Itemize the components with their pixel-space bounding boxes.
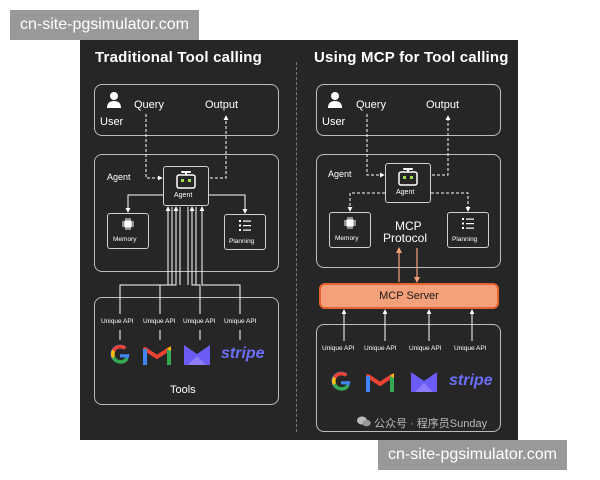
right-user-icon [328,92,342,108]
right-agent-box [316,154,501,268]
left-stripe-logo: stripe [221,345,265,362]
left-tools-box [94,297,279,405]
right-api-label: Unique API [409,345,442,352]
left-agent-node [163,166,209,206]
left-planning-connector [209,194,248,214]
right-tools-box [316,324,501,432]
right-planning-node [447,212,489,248]
left-planning-label: Planning [229,238,255,245]
left-agent-label: Agent [174,192,193,199]
left-api-label: Unique API [101,318,134,325]
left-google-logo [110,344,130,364]
left-user-label: User [100,116,124,128]
left-memory-connector [125,194,163,213]
right-planning-icon [462,218,474,229]
right-api-label: Unique API [364,345,397,352]
left-robot-icon [176,171,196,189]
right-query-connector [366,114,385,178]
right-google-logo [331,371,351,391]
left-output-label: Output [205,99,239,111]
right-memory-connector [347,192,385,212]
left-api-label: Unique API [224,318,257,325]
right-robot-icon [398,168,418,186]
right-gmail-logo [366,373,394,392]
left-api-label: Unique API [183,318,216,325]
right-api-label: Unique API [454,345,487,352]
left-gmail-logo [143,346,171,365]
left-planning-icon [239,220,251,231]
left-api-connector [159,206,179,314]
left-planning-node [224,214,266,250]
left-output-connector [210,115,229,179]
panel-divider [296,62,297,432]
left-agent-section-label: Agent [107,172,131,182]
right-user-box [316,84,501,136]
watermark-bottom: cn-site-pgsimulator.com [378,440,567,470]
watermark-top: cn-site-pgsimulator.com [10,10,199,40]
left-user-box [94,84,279,136]
mcp-protocol-line1: MCP [395,219,422,233]
left-tools-label: Tools [170,384,196,396]
right-output-connector [432,115,451,176]
left-linear-logo [184,345,210,365]
right-planning-label: Planning [452,236,478,243]
right-output-label: Output [426,99,460,111]
left-query-label: Query [134,99,164,111]
right-planning-connector [431,192,471,212]
left-user-icon [107,92,121,108]
left-query-connector [145,114,163,181]
left-memory-label: Memory [113,236,137,243]
right-user-label: User [322,116,346,128]
mcp-protocol-line2: Protocol [383,231,428,245]
right-memory-icon [344,217,356,229]
right-api-label: Unique API [322,345,355,352]
left-title: Traditional Tool calling [95,49,263,66]
right-memory-label: Memory [335,235,359,242]
left-memory-icon [122,218,134,230]
right-linear-logo [411,372,437,392]
left-api-connector [199,206,241,314]
right-stripe-logo: stripe [449,372,493,389]
mcp-server-label: MCP Server [379,290,439,302]
mcp-server-box: MCP Server [319,283,499,309]
wechat-icon [357,416,371,427]
right-title: Using MCP for Tool calling [314,49,509,66]
diagram-panel [80,40,518,440]
left-agent-box [94,154,279,272]
right-query-label: Query [356,99,386,111]
left-api-label: Unique API [143,318,176,325]
right-agent-section-label: Agent [328,169,352,179]
right-agent-label: Agent [396,189,415,196]
right-watermark-text: 公众号 · 程序员Sunday [374,418,488,430]
left-api-connector [119,206,171,314]
